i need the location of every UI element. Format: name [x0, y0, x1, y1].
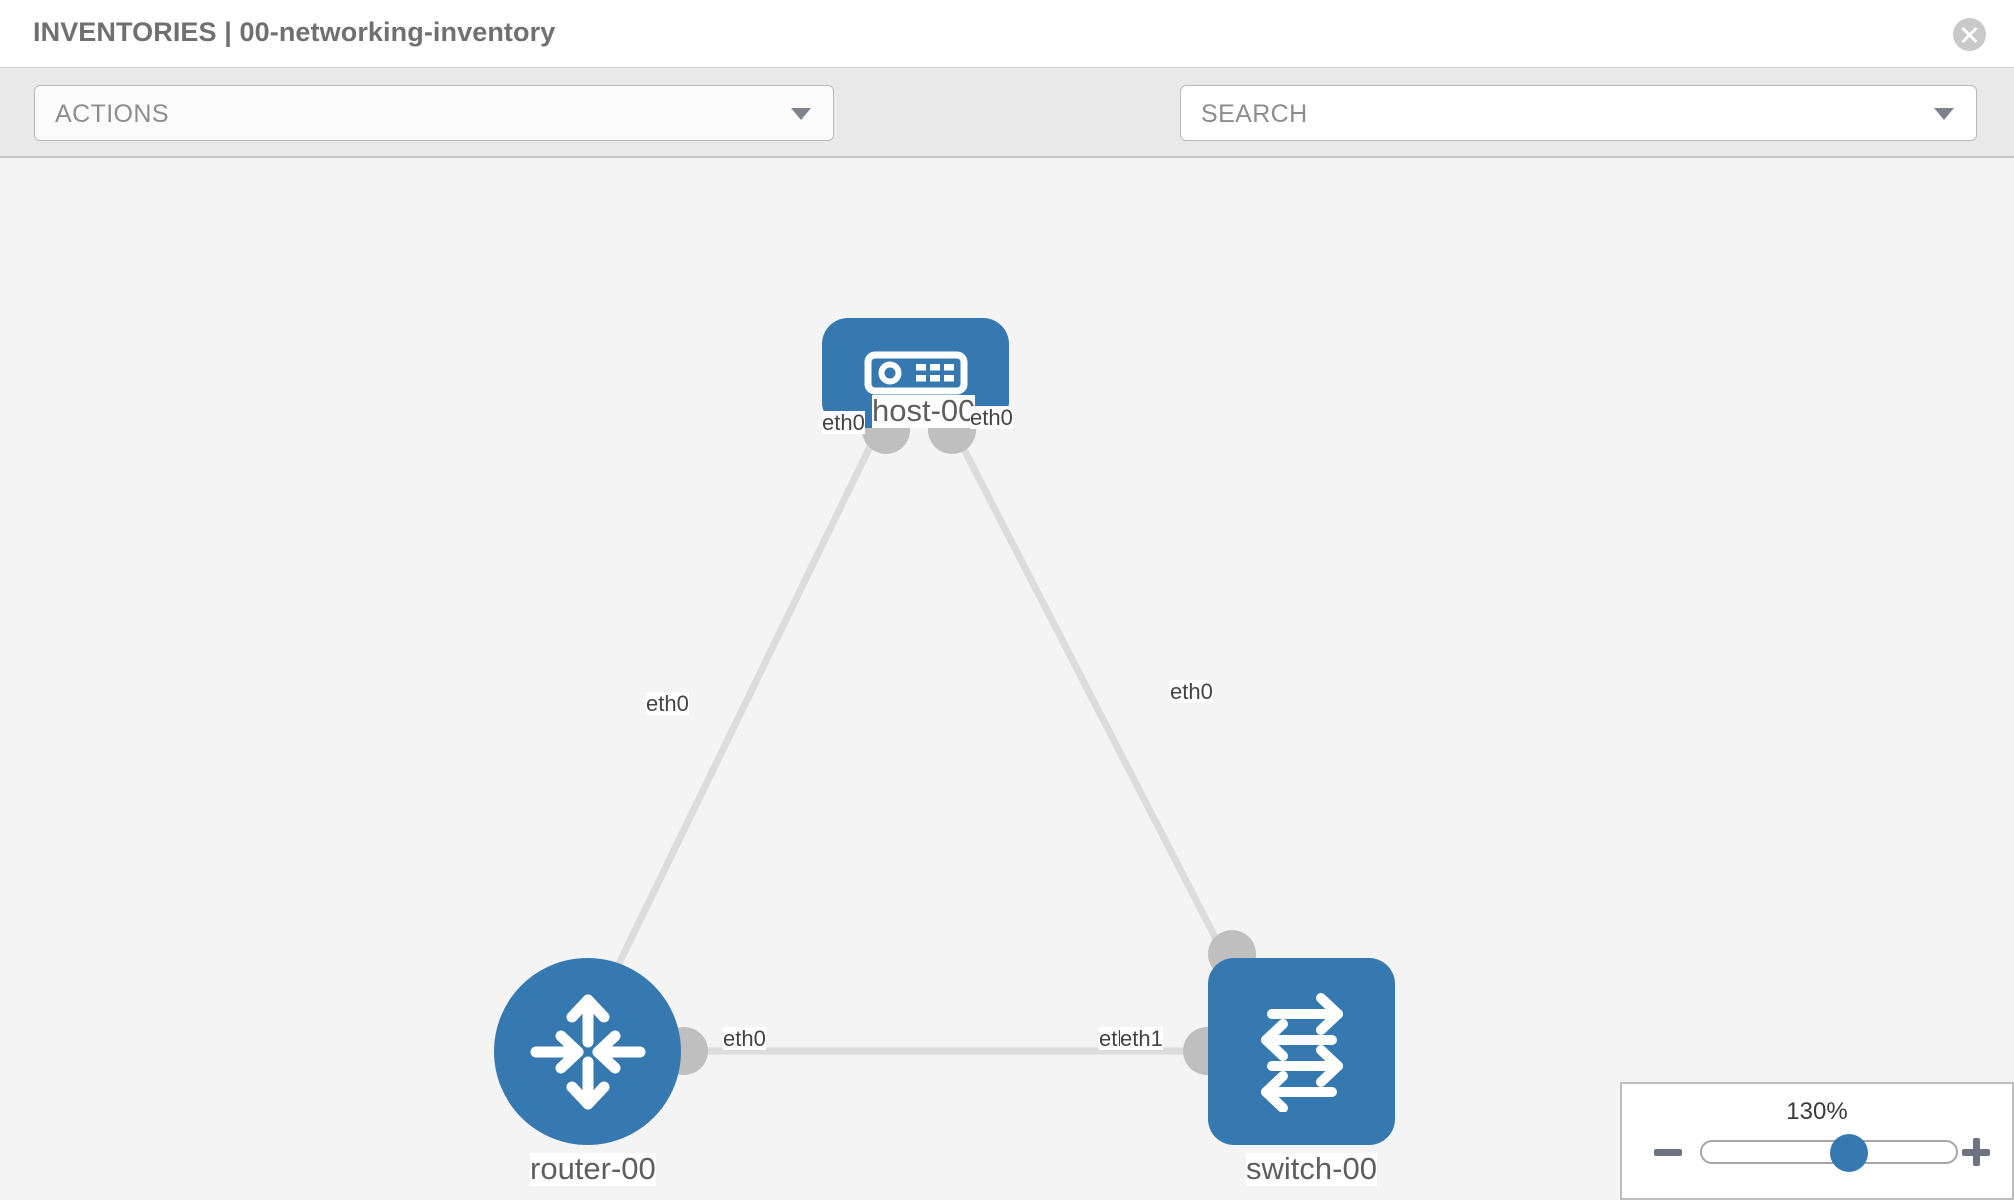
zoom-control-panel[interactable]: 130%	[1620, 1082, 2014, 1200]
server-icon	[864, 351, 967, 395]
chevron-down-icon[interactable]	[1934, 108, 1954, 120]
edge-label-router-eth0: eth0	[723, 1026, 766, 1051]
actions-dropdown-label: ACTIONS	[55, 100, 169, 128]
chevron-down-icon	[791, 108, 811, 120]
search-placeholder: SEARCH	[1201, 100, 1308, 128]
zoom-slider-track[interactable]	[1700, 1134, 1958, 1172]
zoom-level-label: 130%	[1786, 1098, 1848, 1125]
topology-canvas[interactable]: host-00 router-00 switch-00 eth0 eth0 et…	[0, 158, 2014, 1200]
zoom-out-button[interactable]	[1654, 1138, 1682, 1166]
page-header: INVENTORIES | 00-networking-inventory	[0, 0, 2014, 68]
actions-dropdown[interactable]: ACTIONS	[34, 85, 834, 141]
edge-label-switch-eth1: eth1	[1120, 1026, 1163, 1051]
toolbar: ACTIONS SEARCH	[0, 68, 2014, 193]
edge-label-host-eth0-right: eth0	[970, 405, 1013, 430]
zoom-slider-handle[interactable]	[1829, 1134, 1868, 1172]
node-label-host-00: host-00	[872, 393, 976, 428]
router-icon	[530, 994, 645, 1109]
page-title: INVENTORIES | 00-networking-inventory	[33, 17, 556, 47]
topology-links	[608, 424, 1236, 1055]
node-label-switch-00: switch-00	[1246, 1151, 1377, 1186]
close-icon[interactable]	[1953, 18, 1986, 51]
edge-label-host-eth0-left: eth0	[822, 410, 865, 435]
edge-label-router-eth0-up: eth0	[646, 691, 689, 716]
node-switch-00[interactable]	[1208, 958, 1395, 1145]
edge-label-switch-eth0-up: eth0	[1170, 679, 1213, 704]
search-input[interactable]: SEARCH	[1180, 85, 1977, 141]
node-label-router-00: router-00	[530, 1151, 656, 1186]
node-router-00[interactable]	[494, 958, 681, 1145]
zoom-in-button[interactable]	[1962, 1138, 1990, 1166]
switch-icon	[1260, 992, 1343, 1112]
